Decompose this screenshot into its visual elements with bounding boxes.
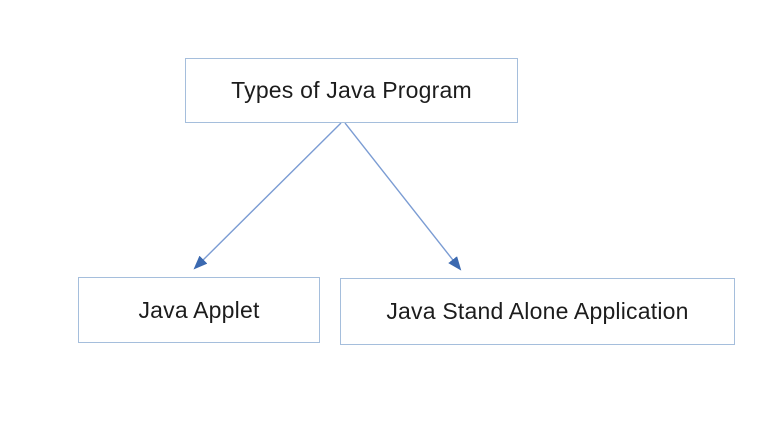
node-label: Types of Java Program bbox=[231, 77, 472, 103]
node-java-standalone-application: Java Stand Alone Application bbox=[340, 278, 735, 345]
arrow-to-java-standalone bbox=[344, 122, 462, 271]
node-label: Java Applet bbox=[138, 296, 260, 323]
arrow-to-java-applet bbox=[193, 122, 342, 270]
node-label: Java Stand Alone Application bbox=[386, 298, 689, 324]
node-java-applet: Java Applet bbox=[78, 277, 320, 343]
node-types-of-java-program: Types of Java Program bbox=[185, 58, 518, 123]
